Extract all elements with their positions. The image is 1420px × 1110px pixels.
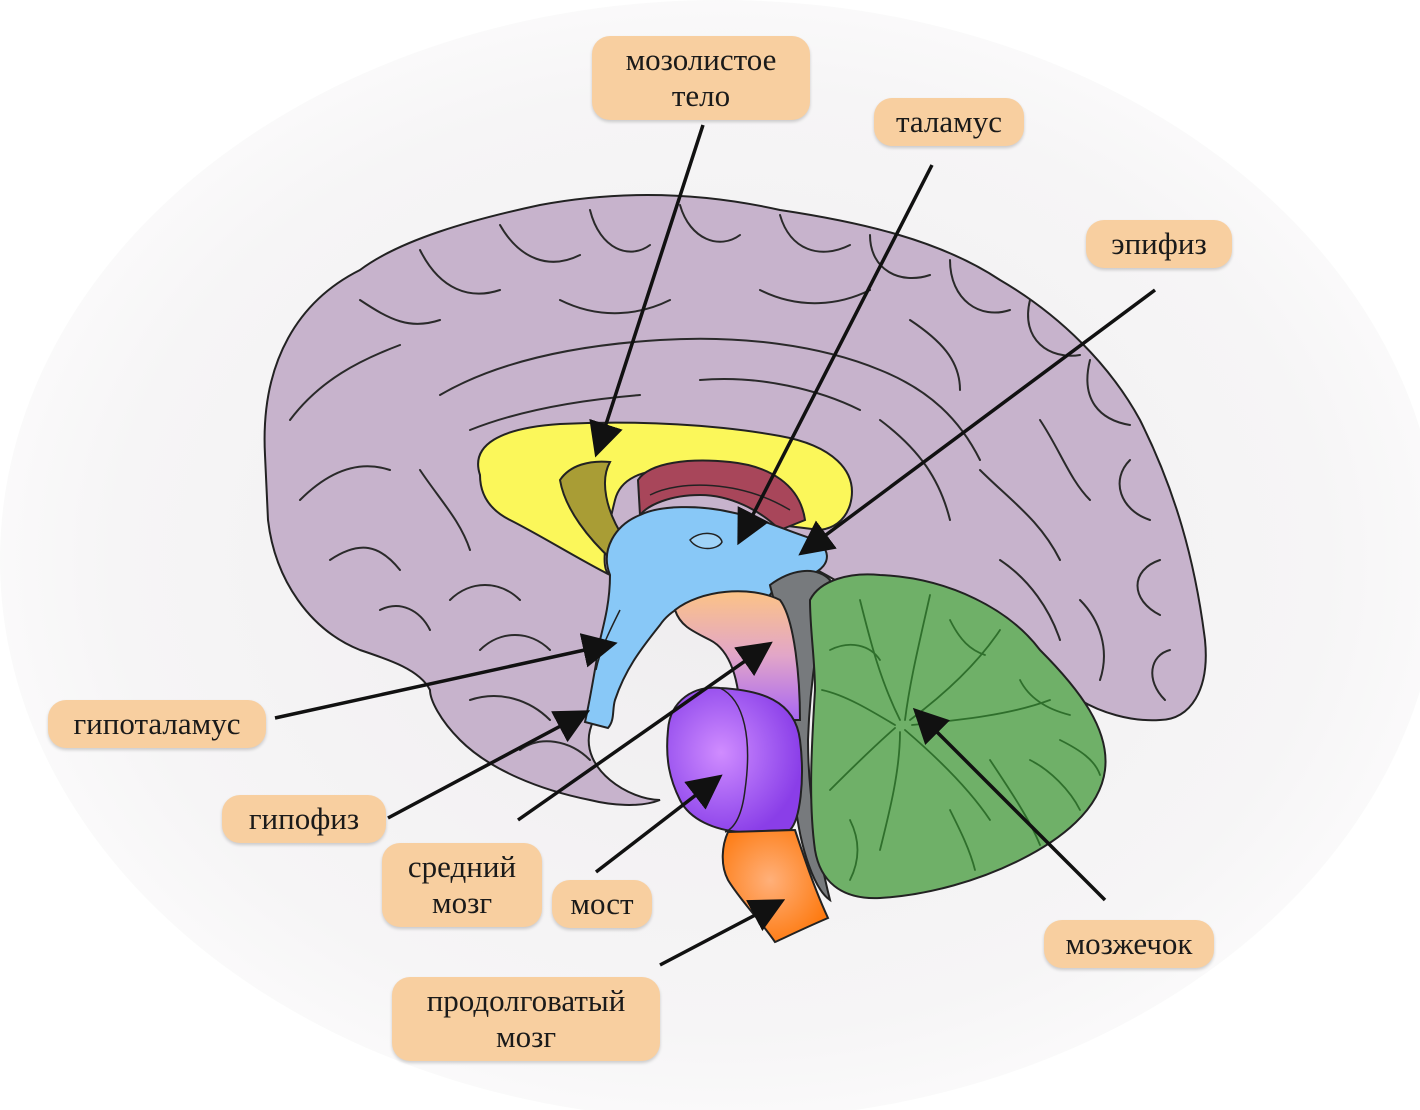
pointer-medulla <box>659 899 786 967</box>
label-cerebellum: мозжечок <box>1044 920 1214 968</box>
cerebrum-gyri <box>289 204 1171 761</box>
pointer-epiphysis <box>798 288 1157 556</box>
label-corpus-callosum: мозолистое тело <box>592 36 810 120</box>
pointer-midbrain <box>516 641 773 822</box>
pointer-hypothalamus <box>274 633 618 720</box>
label-medulla: продолговатый мозг <box>392 977 660 1061</box>
pointer-pons <box>594 774 723 874</box>
pointer-cerebellum <box>912 707 1107 902</box>
pointer-thalamus <box>737 164 934 546</box>
pointer-hypophysis <box>387 710 591 820</box>
label-hypothalamus: гипоталамус <box>48 700 266 748</box>
medulla-oblongata <box>721 828 830 944</box>
fornix <box>558 460 627 562</box>
label-thalamus: таламус <box>874 98 1024 146</box>
pointer-lines <box>274 124 1157 967</box>
cerebellum <box>808 573 1107 900</box>
label-epiphysis: эпифиз <box>1086 220 1232 268</box>
label-midbrain: средний мозг <box>382 843 542 927</box>
label-pons: мост <box>552 880 652 928</box>
pointer-corpus-callosum <box>589 124 705 458</box>
pons <box>666 686 803 834</box>
label-hypophysis: гипофиз <box>222 795 386 843</box>
